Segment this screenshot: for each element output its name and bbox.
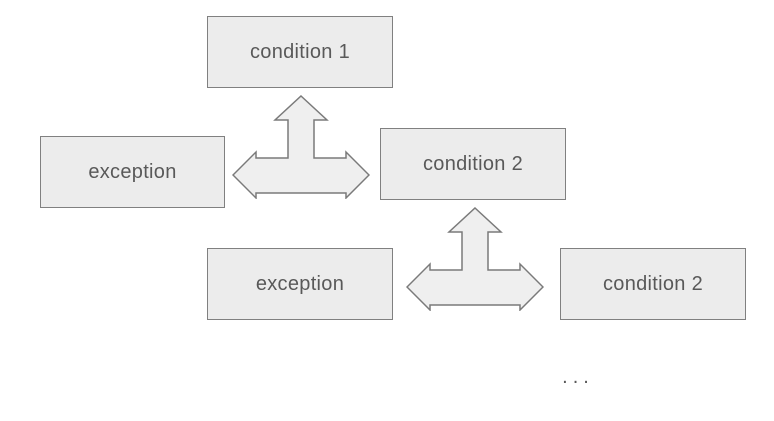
node-exception-bottom: exception: [207, 248, 393, 320]
three-way-arrow-up-left-right-icon: [232, 95, 370, 199]
node-condition-1: condition 1: [207, 16, 393, 88]
node-exception-top: exception: [40, 136, 225, 208]
continuation-ellipsis: ...: [562, 366, 594, 388]
node-condition-2-bottom: condition 2: [560, 248, 746, 320]
three-way-arrow-up-left-right-icon: [406, 207, 544, 311]
node-condition-2-mid-label: condition 2: [422, 152, 524, 175]
node-condition-2-bottom-label: condition 2: [602, 272, 704, 295]
node-exception-bottom-label: exception: [255, 272, 345, 295]
node-exception-top-label: exception: [88, 160, 177, 183]
node-condition-2-mid: condition 2: [380, 128, 566, 200]
node-condition-1-label: condition 1: [249, 40, 351, 63]
